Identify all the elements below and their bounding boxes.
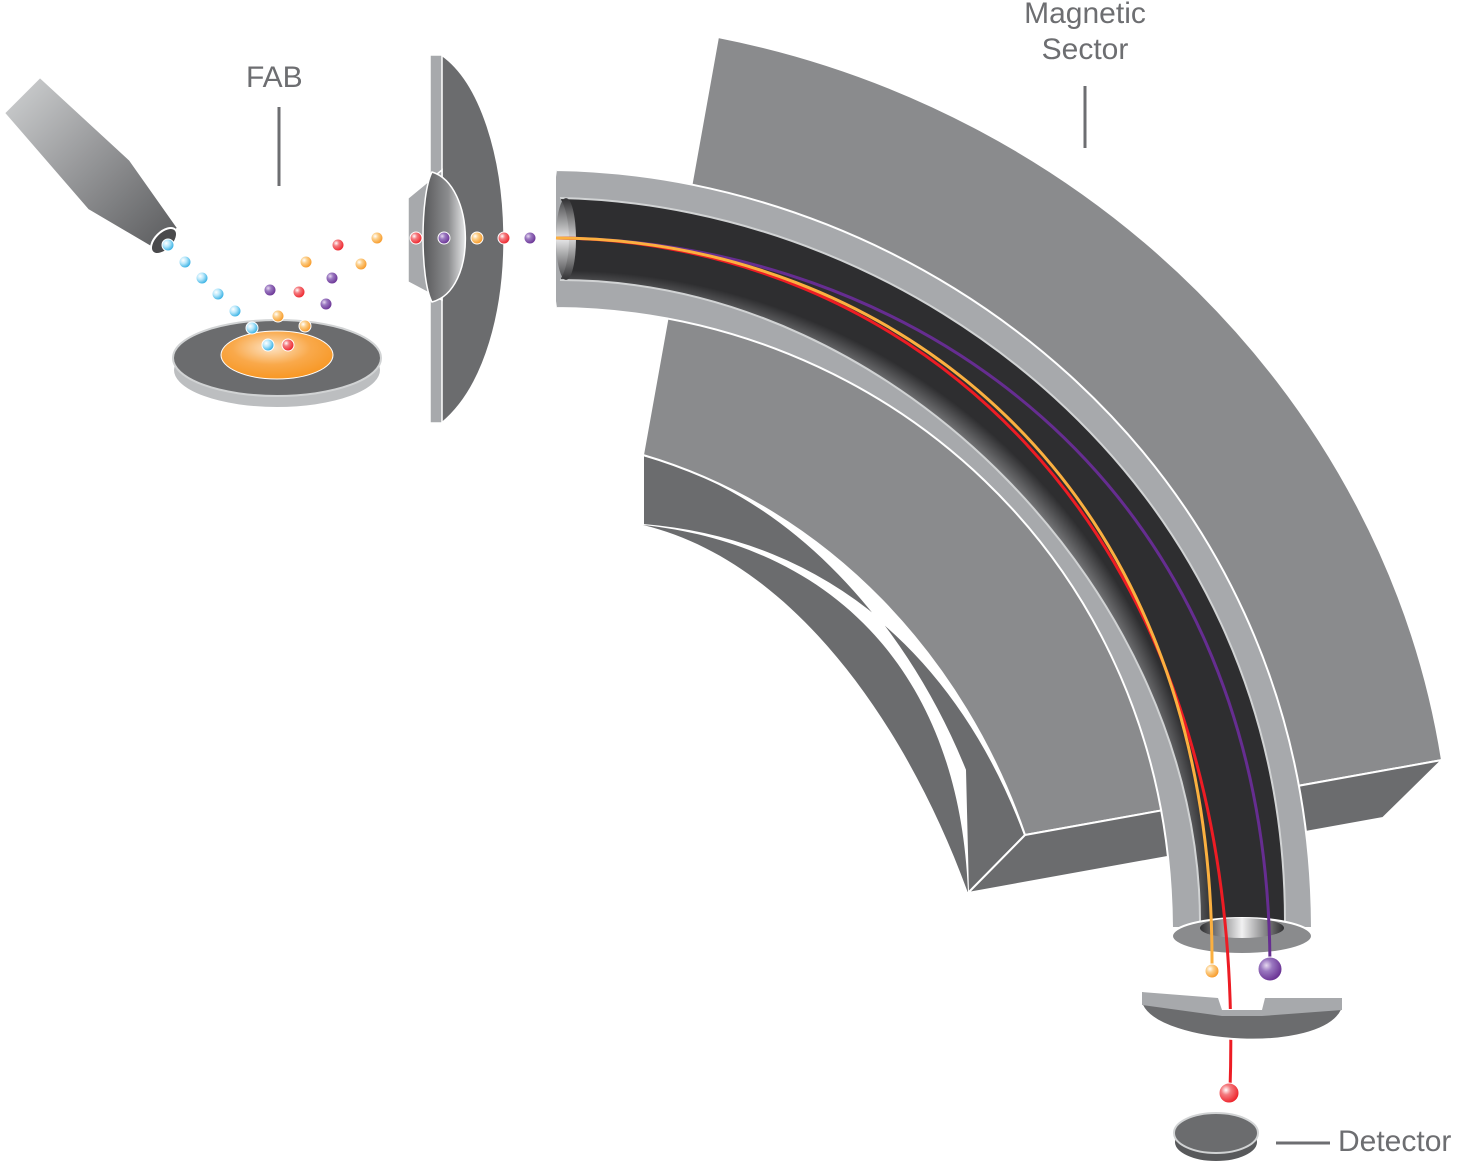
fab-gun-icon bbox=[2, 75, 281, 255]
detector-icon bbox=[1173, 1112, 1330, 1163]
fab-atoms bbox=[161, 238, 275, 352]
flight-tube-channel bbox=[560, 198, 1285, 922]
magnetic-sector-label: Magnetic Sector bbox=[1005, 0, 1165, 68]
trajectory-purple bbox=[555, 236, 1272, 966]
magnetic-sector-label-line2: Sector bbox=[1041, 33, 1129, 66]
trajectory-orange bbox=[555, 236, 1214, 969]
orange-ion bbox=[1204, 963, 1220, 979]
sample-target-icon bbox=[172, 319, 382, 409]
ion-trajectories bbox=[555, 236, 1272, 1091]
purple-ion bbox=[1257, 956, 1283, 982]
detector-label: Detector bbox=[1338, 1125, 1452, 1158]
red-ion bbox=[1218, 1082, 1240, 1104]
fab-label: FAB bbox=[246, 61, 303, 94]
extraction-lens-icon bbox=[407, 54, 506, 424]
magnetic-sector-label-line1: Magnetic bbox=[1024, 0, 1146, 30]
separated-ions bbox=[1204, 956, 1283, 1104]
sputtered-ions bbox=[263, 231, 384, 352]
flight-tube bbox=[555, 168, 1314, 955]
exit-slit-icon bbox=[1141, 990, 1343, 1041]
focused-ion-beam bbox=[409, 231, 537, 245]
